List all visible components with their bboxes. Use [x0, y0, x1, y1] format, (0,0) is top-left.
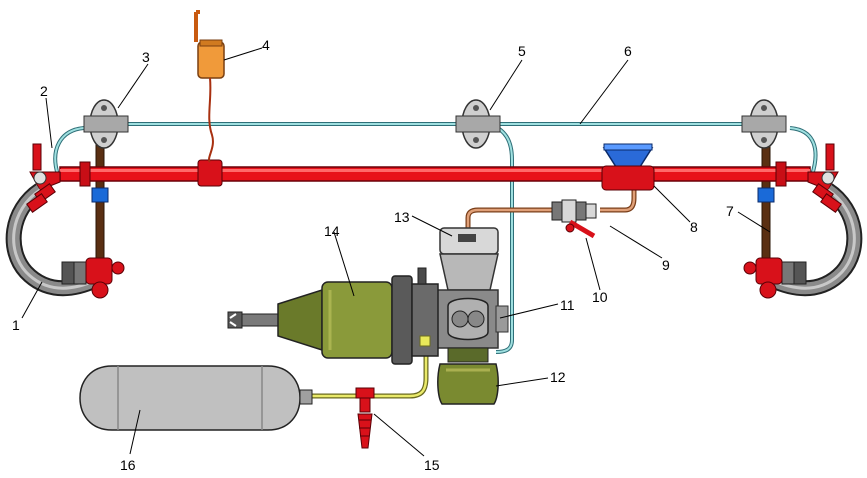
- drain-cock: [355, 387, 375, 449]
- brake-cylinder: [227, 267, 439, 365]
- right-coupling: [743, 257, 807, 299]
- valve-right: [741, 99, 787, 149]
- callout-11: 11: [560, 297, 575, 313]
- brake-rods: [91, 117, 775, 279]
- callout-labels: 1 2 3 4 5 6 7 8 9 10 11 12 13 14 15 16: [12, 37, 734, 473]
- brake-pipe: [59, 159, 811, 187]
- valve-middle: [455, 99, 501, 149]
- callout-15: 15: [424, 457, 440, 473]
- solenoid: [194, 10, 225, 163]
- callout-3: 3: [142, 49, 150, 65]
- callout-5: 5: [518, 43, 526, 59]
- left-coupling: [61, 257, 125, 299]
- leader-lines: [21, 47, 771, 457]
- callout-1: 1: [12, 317, 20, 333]
- callout-13: 13: [394, 209, 410, 225]
- callout-16: 16: [120, 457, 136, 473]
- right-angle-cock: [807, 143, 839, 191]
- callout-12: 12: [550, 369, 566, 385]
- callout-2: 2: [40, 83, 48, 99]
- valve-left: [83, 99, 129, 149]
- isolating-valve: [551, 199, 597, 239]
- left-angle-cock: [29, 143, 61, 191]
- left-hose: [5, 183, 100, 297]
- callout-4: 4: [262, 37, 270, 53]
- funnel-fitting: [601, 143, 655, 191]
- callout-7: 7: [726, 203, 734, 219]
- callout-9: 9: [662, 257, 670, 273]
- right-hose: [768, 183, 863, 297]
- air-reservoir: [79, 365, 313, 431]
- callout-6: 6: [624, 43, 632, 59]
- callout-10: 10: [592, 289, 608, 305]
- callout-14: 14: [324, 223, 340, 239]
- distributor-assembly: [435, 227, 509, 405]
- callout-8: 8: [690, 219, 698, 235]
- copper-tube: [465, 182, 637, 232]
- yellow-tube: [310, 340, 429, 399]
